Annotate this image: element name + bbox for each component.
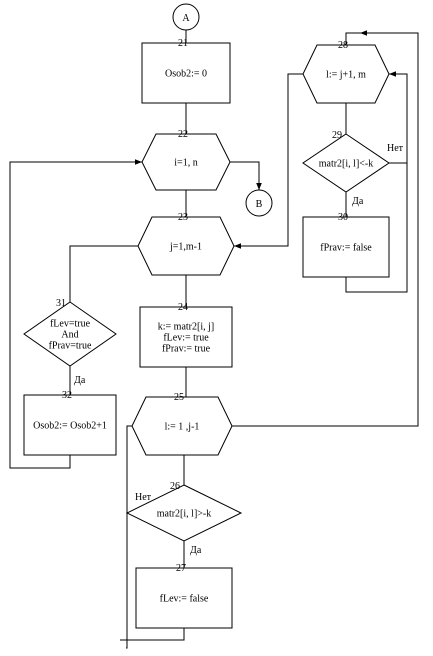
block-text: i=1, n [174, 158, 197, 169]
block-text: matr2[i, l]>-k [157, 509, 212, 520]
rect-shape [302, 216, 390, 278]
block-number: 30 [338, 212, 348, 223]
block-30: 30 fPrav:= false [302, 212, 390, 278]
block-text: j=1,m-1 [169, 242, 202, 253]
block-text: Osob2:= 0 [165, 69, 207, 80]
block-number: 26 [170, 481, 180, 492]
rect-shape [141, 42, 231, 104]
edge-26-no [126, 513, 185, 641]
branch-label: Нет [135, 492, 152, 503]
connector-a: A [172, 3, 200, 31]
edge-30-back [345, 74, 408, 293]
branch-label: Да [74, 375, 86, 386]
branch-label: Да [352, 196, 364, 207]
diamond-shape [302, 133, 390, 193]
block-number: 29 [332, 130, 342, 141]
block-text: fLev:= false [160, 594, 209, 605]
block-text: l:= 1 ,j-1 [165, 422, 200, 433]
edge-22-b [230, 161, 262, 190]
branch-label: Нет [387, 143, 404, 154]
block-number: 28 [338, 40, 348, 51]
edge-23-31 [69, 245, 138, 302]
hexagon-shape [141, 133, 231, 191]
connector-label: A [182, 13, 190, 24]
block-text: Osob2:= Osob2+1 [33, 421, 107, 432]
edge-28-23-back [234, 73, 303, 249]
block-text: fLev=true [50, 319, 91, 330]
block-27: 27 fLev:= false [135, 563, 233, 629]
block-number: 21 [178, 38, 188, 49]
connector-circle [245, 189, 273, 217]
block-number: 27 [176, 563, 186, 574]
rect-shape [135, 567, 233, 629]
edge-26-no-tail [120, 639, 128, 649]
rect-shape [139, 306, 233, 368]
diamond-shape [125, 484, 243, 542]
flow-edges [9, 30, 419, 649]
block-28: 28 l:= j+1, m [302, 40, 390, 104]
block-text: l:= j+1, m [326, 70, 366, 81]
block-text: And [61, 330, 78, 341]
connector-circle [172, 3, 200, 31]
edge-26-no-back [126, 425, 132, 513]
connector-b: B [245, 189, 273, 217]
block-number: 24 [178, 302, 188, 313]
block-number: 31 [56, 298, 66, 309]
block-23: 23 j=1,m-1 [137, 212, 235, 276]
block-29: 29 matr2[i, l]<-k [302, 130, 390, 193]
rect-shape [23, 394, 117, 456]
block-text: fPrav:= false [320, 243, 372, 254]
block-text: fLev:= true [163, 333, 209, 344]
hexagon-shape [302, 44, 390, 104]
diamond-shape [23, 301, 117, 367]
block-text: fPrav=true [49, 341, 92, 352]
block-text: k:= matr2[i, j] [158, 322, 214, 333]
edge-32-22 [9, 159, 142, 469]
hexagon-shape [131, 396, 233, 456]
block-number: 22 [178, 129, 188, 140]
hexagon-shape [137, 216, 235, 276]
block-26: 26 matr2[i, l]>-k [125, 481, 243, 542]
block-number: 23 [178, 212, 188, 223]
block-number: 32 [62, 390, 72, 401]
connector-label: B [256, 199, 263, 210]
block-22: 22 i=1, n [141, 129, 231, 191]
block-25: 25 l:= 1 ,j-1 [131, 392, 233, 456]
branch-label: Да [190, 545, 202, 556]
block-number: 25 [174, 392, 184, 403]
block-text: matr2[i, l]<-k [319, 159, 374, 170]
block-text: fPrav:= true [162, 344, 211, 355]
